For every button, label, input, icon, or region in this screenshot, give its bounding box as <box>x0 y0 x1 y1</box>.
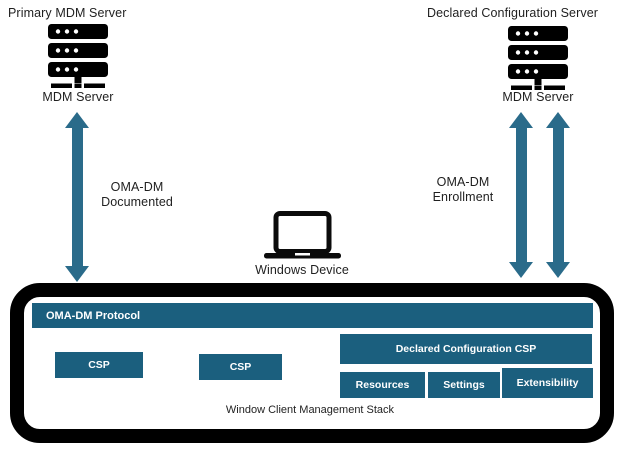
arrow-shaft <box>515 125 527 265</box>
settings-box: Settings <box>428 372 500 398</box>
server-icon <box>508 26 568 90</box>
arrow-up-icon <box>65 112 89 128</box>
arrow-shaft <box>552 125 564 265</box>
declared-configuration-csp-box: Declared Configuration CSP <box>340 334 592 364</box>
device-caption: Windows Device <box>255 263 349 277</box>
laptop-icon <box>264 211 341 259</box>
primary-server-caption: MDM Server <box>42 90 114 104</box>
arrow-up-icon <box>546 112 570 128</box>
declared-server-caption: MDM Server <box>502 90 574 104</box>
server-icon <box>48 24 108 88</box>
primary-server-title: Primary MDM Server <box>8 6 127 20</box>
arrow-down-icon <box>509 262 533 278</box>
right-arrow-label-line2: Enrollment <box>432 189 494 204</box>
right-arrow-label-line1: OMA-DM <box>436 175 490 189</box>
arrow-shaft <box>71 125 83 269</box>
left-arrow-label: OMA-DM Documented <box>87 180 187 210</box>
resources-box: Resources <box>340 372 425 398</box>
csp-box-middle: CSP <box>199 354 282 380</box>
csp-box-left: CSP <box>55 352 143 378</box>
oma-dm-protocol-bar: OMA-DM Protocol <box>32 303 593 328</box>
arrow-down-icon <box>546 262 570 278</box>
oma-dm-documented-arrow <box>65 112 89 282</box>
declared-server-title: Declared Configuration Server <box>426 6 599 20</box>
oma-dm-enrollment-arrow-2 <box>546 112 570 278</box>
left-arrow-label-line2: Documented <box>101 194 173 209</box>
extensibility-box: Extensibility <box>502 368 593 398</box>
stack-caption: Window Client Management Stack <box>225 404 395 416</box>
right-arrow-label: OMA-DM Enrollment <box>413 175 513 205</box>
oma-dm-enrollment-arrow-1 <box>509 112 533 278</box>
arrow-down-icon <box>65 266 89 282</box>
arrow-up-icon <box>509 112 533 128</box>
left-arrow-label-line1: OMA-DM <box>110 180 164 194</box>
